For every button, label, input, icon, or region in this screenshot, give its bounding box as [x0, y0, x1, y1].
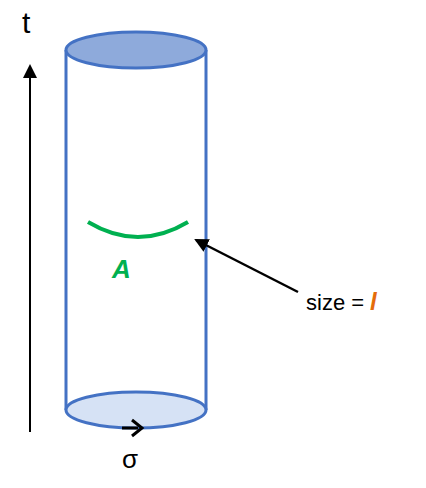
top-ellipse	[66, 32, 206, 68]
size-label: size =	[306, 292, 364, 314]
axis-label: σ	[122, 446, 138, 472]
cylinder-side	[205, 50, 208, 410]
time-axis	[29, 66, 31, 432]
leader-arrow	[196, 240, 298, 292]
interval-label: A	[112, 256, 131, 282]
cylinder-side	[65, 50, 68, 410]
sigma-arrowhead	[132, 420, 142, 436]
cylinder-body	[66, 50, 206, 410]
interval-arc	[88, 222, 188, 237]
sigma-arrow	[122, 427, 138, 430]
length-symbol: l	[370, 290, 377, 314]
axis-label: t	[22, 8, 30, 38]
